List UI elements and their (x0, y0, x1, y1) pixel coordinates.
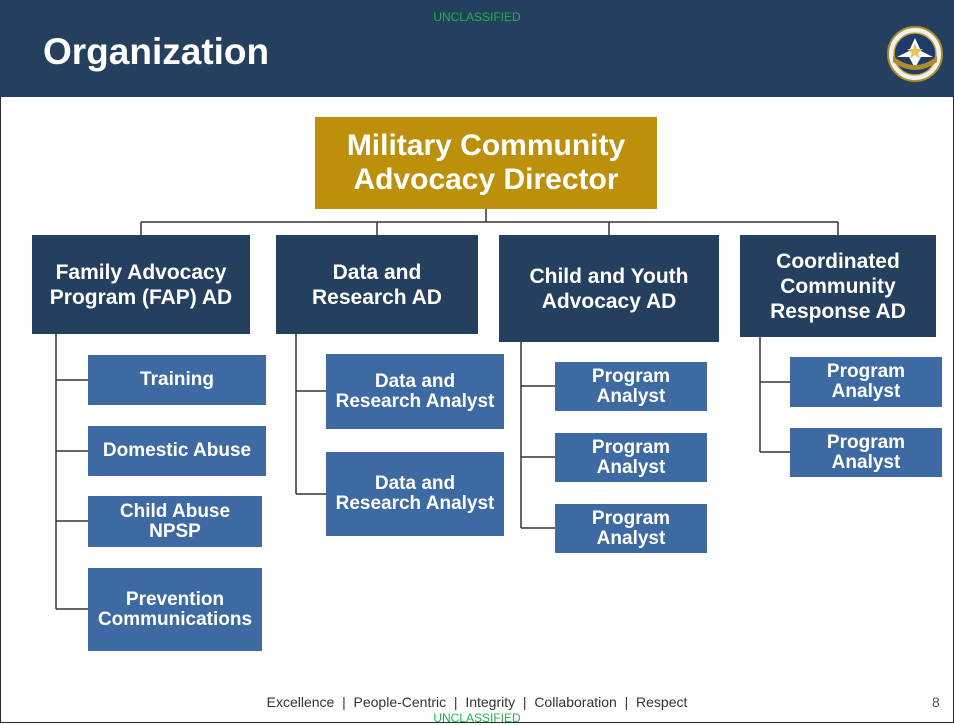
seal-logo (887, 26, 943, 82)
core-values-footer: Excellence | People-Centric | Integrity … (266, 694, 688, 710)
cya-program-analyst-2: Program Analyst (555, 433, 707, 482)
slide-title: Organization (43, 31, 270, 72)
data-research-ad-box: Data and Research AD (276, 235, 478, 334)
page-number: 8 (932, 694, 940, 710)
ccr-program-analyst-1: Program Analyst (790, 357, 942, 407)
cya-program-analyst-3: Program Analyst (555, 504, 707, 553)
data-analyst-1: Data and Research Analyst (326, 354, 504, 429)
fap-unit-training: Training (88, 355, 266, 405)
fap-unit-domestic-abuse: Domestic Abuse (88, 426, 266, 476)
classification-bottom: UNCLASSIFIED (433, 711, 521, 725)
ccr-ad-box: Coordinated Community Response AD (740, 235, 936, 337)
ccr-program-analyst-2: Program Analyst (790, 428, 942, 477)
data-analyst-2: Data and Research Analyst (326, 452, 504, 536)
slide-header (0, 0, 954, 97)
child-youth-ad-box: Child and Youth Advocacy AD (499, 235, 719, 342)
fap-ad-box: Family Advocacy Program (FAP) AD (32, 235, 250, 334)
classification-top: UNCLASSIFIED (433, 10, 521, 24)
director-box: Military Community Advocacy Director (315, 117, 657, 209)
cya-program-analyst-1: Program Analyst (555, 362, 707, 411)
fap-unit-child-abuse: Child Abuse NPSP (88, 496, 262, 547)
fap-unit-prevention: Prevention Communications (88, 568, 262, 651)
